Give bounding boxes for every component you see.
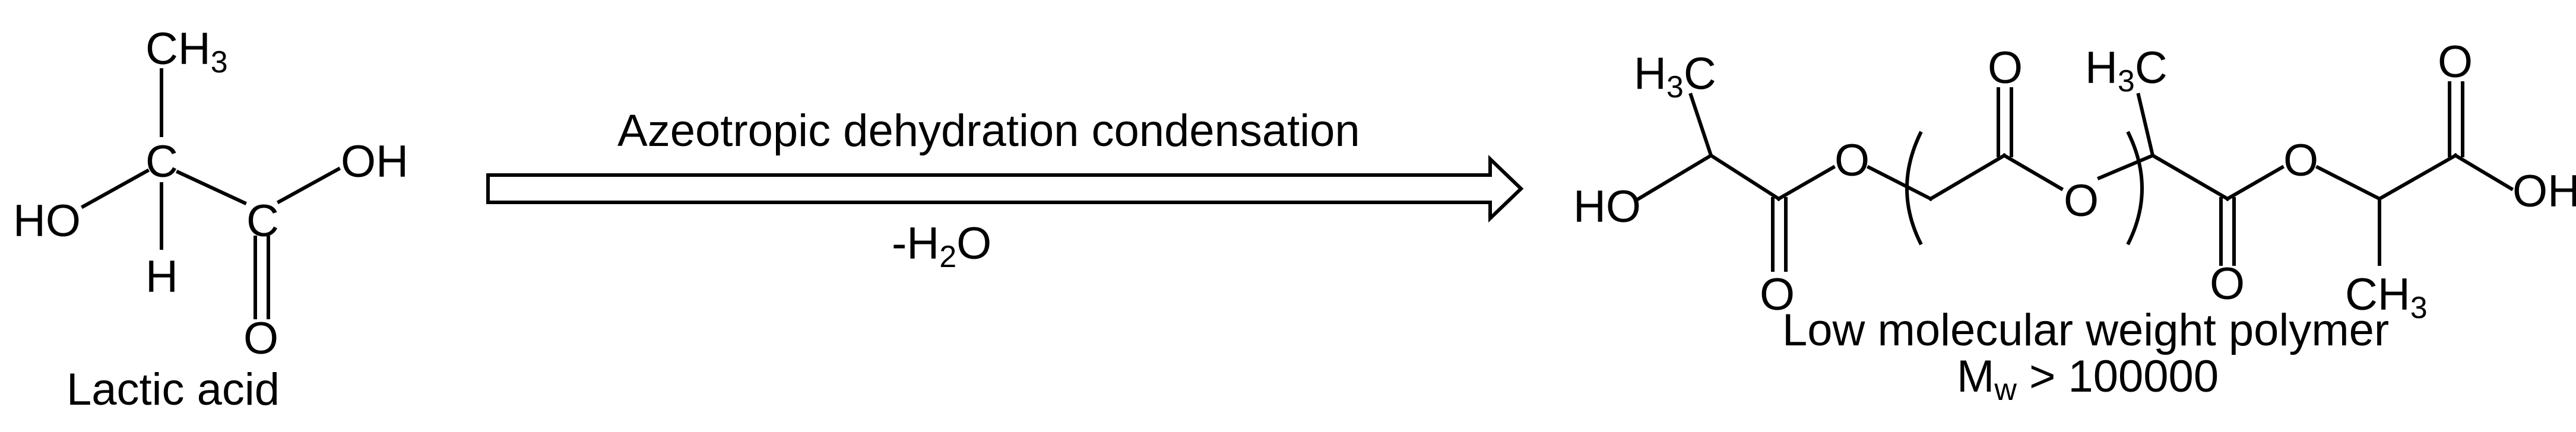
- hydrogen-atom: H: [145, 252, 178, 302]
- bond: [1688, 93, 1713, 158]
- arrow-bottom-label: -H2O: [892, 218, 991, 274]
- carbonyl-oxygen-2: O: [2210, 259, 2245, 309]
- bond: [80, 168, 150, 209]
- bond: [2225, 164, 2285, 202]
- carbon-atom: C: [145, 136, 178, 187]
- carbonyl-oxygen-repeat: O: [1988, 43, 2023, 93]
- ch3-label: CH3: [145, 24, 228, 80]
- lactic-acid-structure: CH3 C HO H C OH O Lactic acid: [13, 24, 408, 415]
- bond: [2453, 153, 2514, 192]
- left-bracket: [1905, 131, 1923, 246]
- reaction-arrow-group: Azeotropic dehydration condensation -H2O: [486, 106, 1524, 274]
- bond: [2001, 153, 2064, 192]
- carbonyl-oxygen: O: [243, 313, 278, 364]
- ester-oxygen-2: O: [2283, 135, 2318, 186]
- bond: [2315, 164, 2382, 202]
- ester-oxygen-repeat: O: [2064, 176, 2099, 226]
- carbonyl-oxygen-3: O: [2438, 37, 2473, 87]
- ester-oxygen-1: O: [1834, 135, 1870, 186]
- h3c-left-label: H3C: [1634, 49, 1716, 104]
- bond: [1928, 153, 2007, 202]
- carbonyl-carbon: C: [246, 196, 279, 246]
- terminal-carboxyl-oh: OH: [2512, 166, 2576, 217]
- hydroxyl-right: OH: [341, 136, 408, 187]
- bond: [1866, 164, 1934, 202]
- bond: [2136, 93, 2155, 158]
- hydroxyl-left: HO: [13, 196, 81, 246]
- bond: [2097, 153, 2155, 180]
- bond: [276, 166, 341, 205]
- right-bracket: [2126, 131, 2144, 246]
- carbonyl-oxygen-1: O: [1760, 269, 1795, 320]
- bond: [176, 170, 247, 205]
- bond: [1636, 153, 1714, 202]
- h3c-middle-label: H3C: [2085, 43, 2168, 99]
- product-name: Low molecular weight polymer: [1782, 305, 2389, 355]
- bond: [1708, 153, 1782, 202]
- bond: [1776, 164, 1836, 202]
- bond: [2150, 153, 2230, 202]
- terminal-hydroxyl: HO: [1573, 182, 1641, 232]
- product-structure: H3C HO O O O O H3C O O O OH CH3 Low mole…: [1573, 37, 2576, 407]
- arrow-top-label: Azeotropic dehydration condensation: [617, 106, 1360, 156]
- bond: [2377, 153, 2458, 202]
- reactant-name: Lactic acid: [66, 364, 280, 415]
- reaction-arrow: [486, 154, 1524, 223]
- molecular-weight-label: Mw > 100000: [1957, 351, 2219, 407]
- ch3-bottom-label: CH3: [2345, 269, 2428, 325]
